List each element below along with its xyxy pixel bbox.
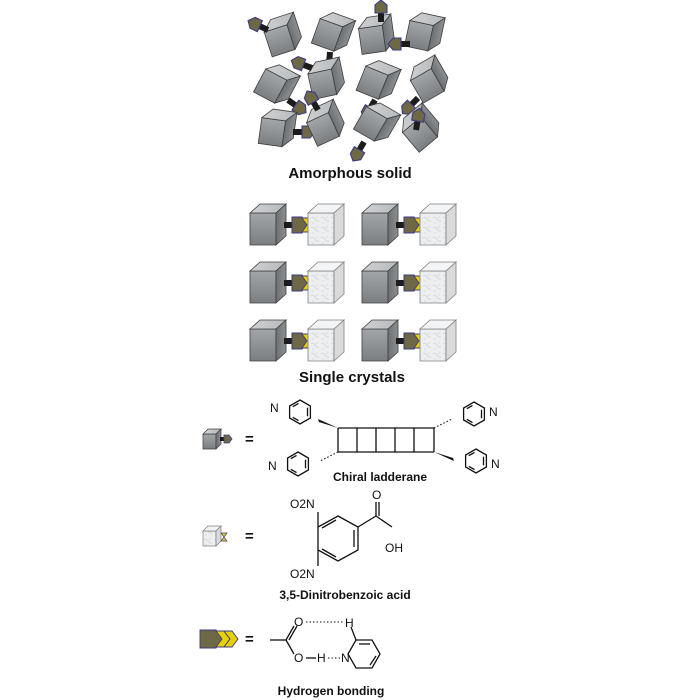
ladderane-n-label: N	[489, 405, 498, 419]
amorphous-cube	[404, 10, 446, 54]
crystal-pair	[249, 319, 345, 362]
amorphous-cube	[257, 107, 298, 149]
carbonyl-o-label: O	[372, 488, 381, 502]
amorphous-solid-label: Amorphous solid	[288, 165, 411, 182]
amorphous-pin	[347, 138, 370, 165]
equals-sign: =	[245, 631, 254, 648]
hb-h-label: H	[345, 616, 354, 630]
crystal-pair	[361, 261, 457, 304]
crystal-pair	[249, 261, 345, 304]
amorphous-cube	[355, 56, 402, 104]
amorphous-pin	[244, 14, 272, 36]
equals-sign: =	[245, 528, 254, 545]
crystal-pair	[249, 203, 345, 246]
hydrogen-bonding-label: Hydrogen bonding	[278, 684, 385, 698]
nitro-group-label: O2N	[290, 567, 315, 581]
hydroxyl-label: OH	[385, 541, 403, 555]
crystal-pair	[361, 203, 457, 246]
hydrogen-bonding-structure	[270, 621, 381, 669]
amorphous-cube	[310, 8, 356, 56]
amorphous-cube	[260, 11, 305, 58]
amorphous-cube	[353, 97, 402, 147]
nitro-group-label: O2N	[290, 497, 315, 511]
equals-sign: =	[245, 431, 254, 448]
legend-acid-icon	[202, 525, 228, 547]
amorphous-solid-cluster	[244, 0, 454, 165]
legend-ladderane-icon	[202, 428, 233, 450]
amorphous-cube	[301, 98, 349, 147]
dinitrobenzoic-acid-label: 3,5-Dinitrobenzoic acid	[279, 588, 410, 602]
single-crystals-array	[249, 203, 457, 362]
ladderane-n-label: N	[270, 401, 279, 415]
hb-n-label: N	[341, 651, 350, 665]
ladderane-n-label: N	[491, 457, 500, 471]
hb-h-label: H	[317, 651, 326, 665]
dinitrobenzoic-acid-structure	[317, 502, 393, 566]
ladderane-structure	[286, 399, 488, 477]
legend-hbond-icon	[199, 629, 239, 649]
amorphous-cube	[405, 54, 454, 104]
crystal-pair	[361, 319, 457, 362]
amorphous-cube	[356, 13, 397, 55]
ladderane-n-label: N	[268, 459, 277, 473]
chiral-ladderane-label: Chiral ladderane	[333, 470, 427, 484]
single-crystals-label: Single crystals	[299, 369, 405, 386]
hb-o-label: O	[294, 615, 303, 629]
hb-o-label: O	[294, 651, 303, 665]
